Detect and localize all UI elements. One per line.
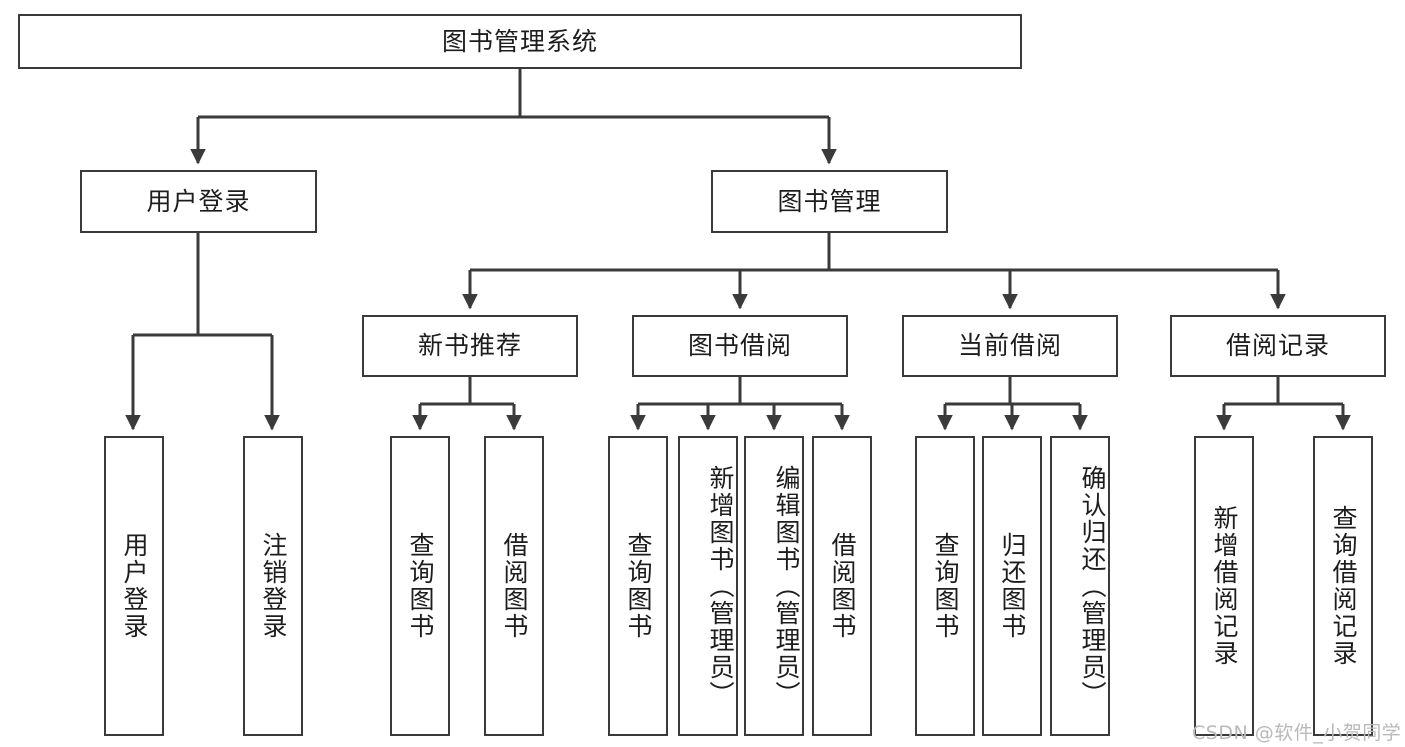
leaf-query-borrow-record[interactable]: 查询借阅记录 — [1313, 436, 1373, 736]
node-user-login[interactable]: 用户登录 — [80, 170, 317, 233]
leaf-query-books-current[interactable]: 查询图书 — [915, 436, 975, 736]
node-book-management[interactable]: 图书管理 — [711, 170, 948, 233]
node-new-book-recommend[interactable]: 新书推荐 — [362, 315, 578, 377]
leaf-confirm-return-admin[interactable]: 确认归还（管理员） — [1050, 436, 1110, 736]
node-root[interactable]: 图书管理系统 — [18, 14, 1022, 69]
node-borrow-records[interactable]: 借阅记录 — [1170, 315, 1386, 377]
node-current-borrow[interactable]: 当前借阅 — [902, 315, 1118, 377]
leaf-borrow-books-borrow[interactable]: 借阅图书 — [812, 436, 872, 736]
leaf-user-login[interactable]: 用户登录 — [104, 436, 164, 736]
leaf-logout-login[interactable]: 注销登录 — [243, 436, 303, 736]
leaf-add-borrow-record[interactable]: 新增借阅记录 — [1194, 436, 1254, 736]
leaf-borrow-books-newbooks[interactable]: 借阅图书 — [484, 436, 544, 736]
leaf-return-books[interactable]: 归还图书 — [982, 436, 1042, 736]
leaf-edit-book-admin[interactable]: 编辑图书（管理员） — [744, 436, 804, 736]
leaf-add-book-admin[interactable]: 新增图书（管理员） — [678, 436, 738, 736]
leaf-query-books-newbooks[interactable]: 查询图书 — [390, 436, 450, 736]
node-book-borrow[interactable]: 图书借阅 — [632, 315, 848, 377]
leaf-query-books-borrow[interactable]: 查询图书 — [608, 436, 668, 736]
watermark: CSDN @软件_小贺同学 — [1192, 722, 1402, 744]
